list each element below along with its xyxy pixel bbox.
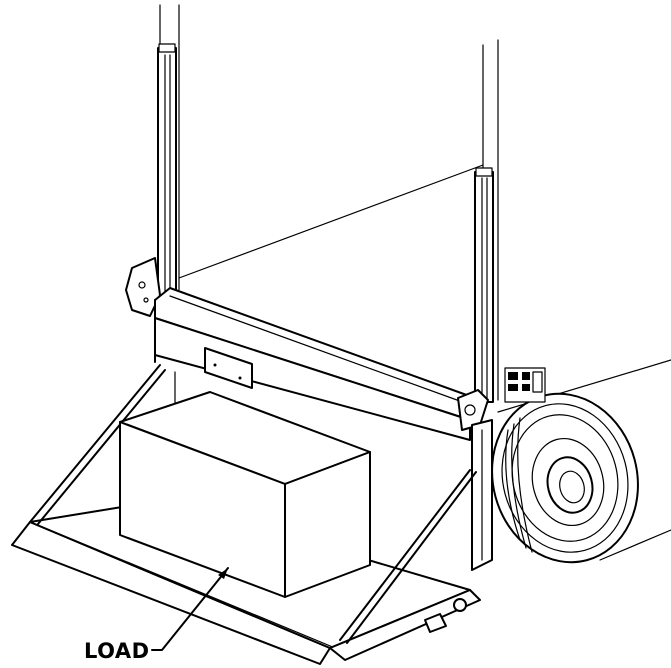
right-track (474, 167, 494, 403)
left-track (157, 43, 177, 299)
truck-tire (491, 392, 639, 564)
left-bracket (125, 257, 161, 317)
warning-decal (504, 367, 546, 403)
load-box (119, 391, 371, 598)
cross-beam (154, 287, 476, 441)
callout-leader (151, 567, 229, 651)
load-callout-label: LOAD (84, 639, 150, 663)
right-hinge (457, 389, 493, 571)
